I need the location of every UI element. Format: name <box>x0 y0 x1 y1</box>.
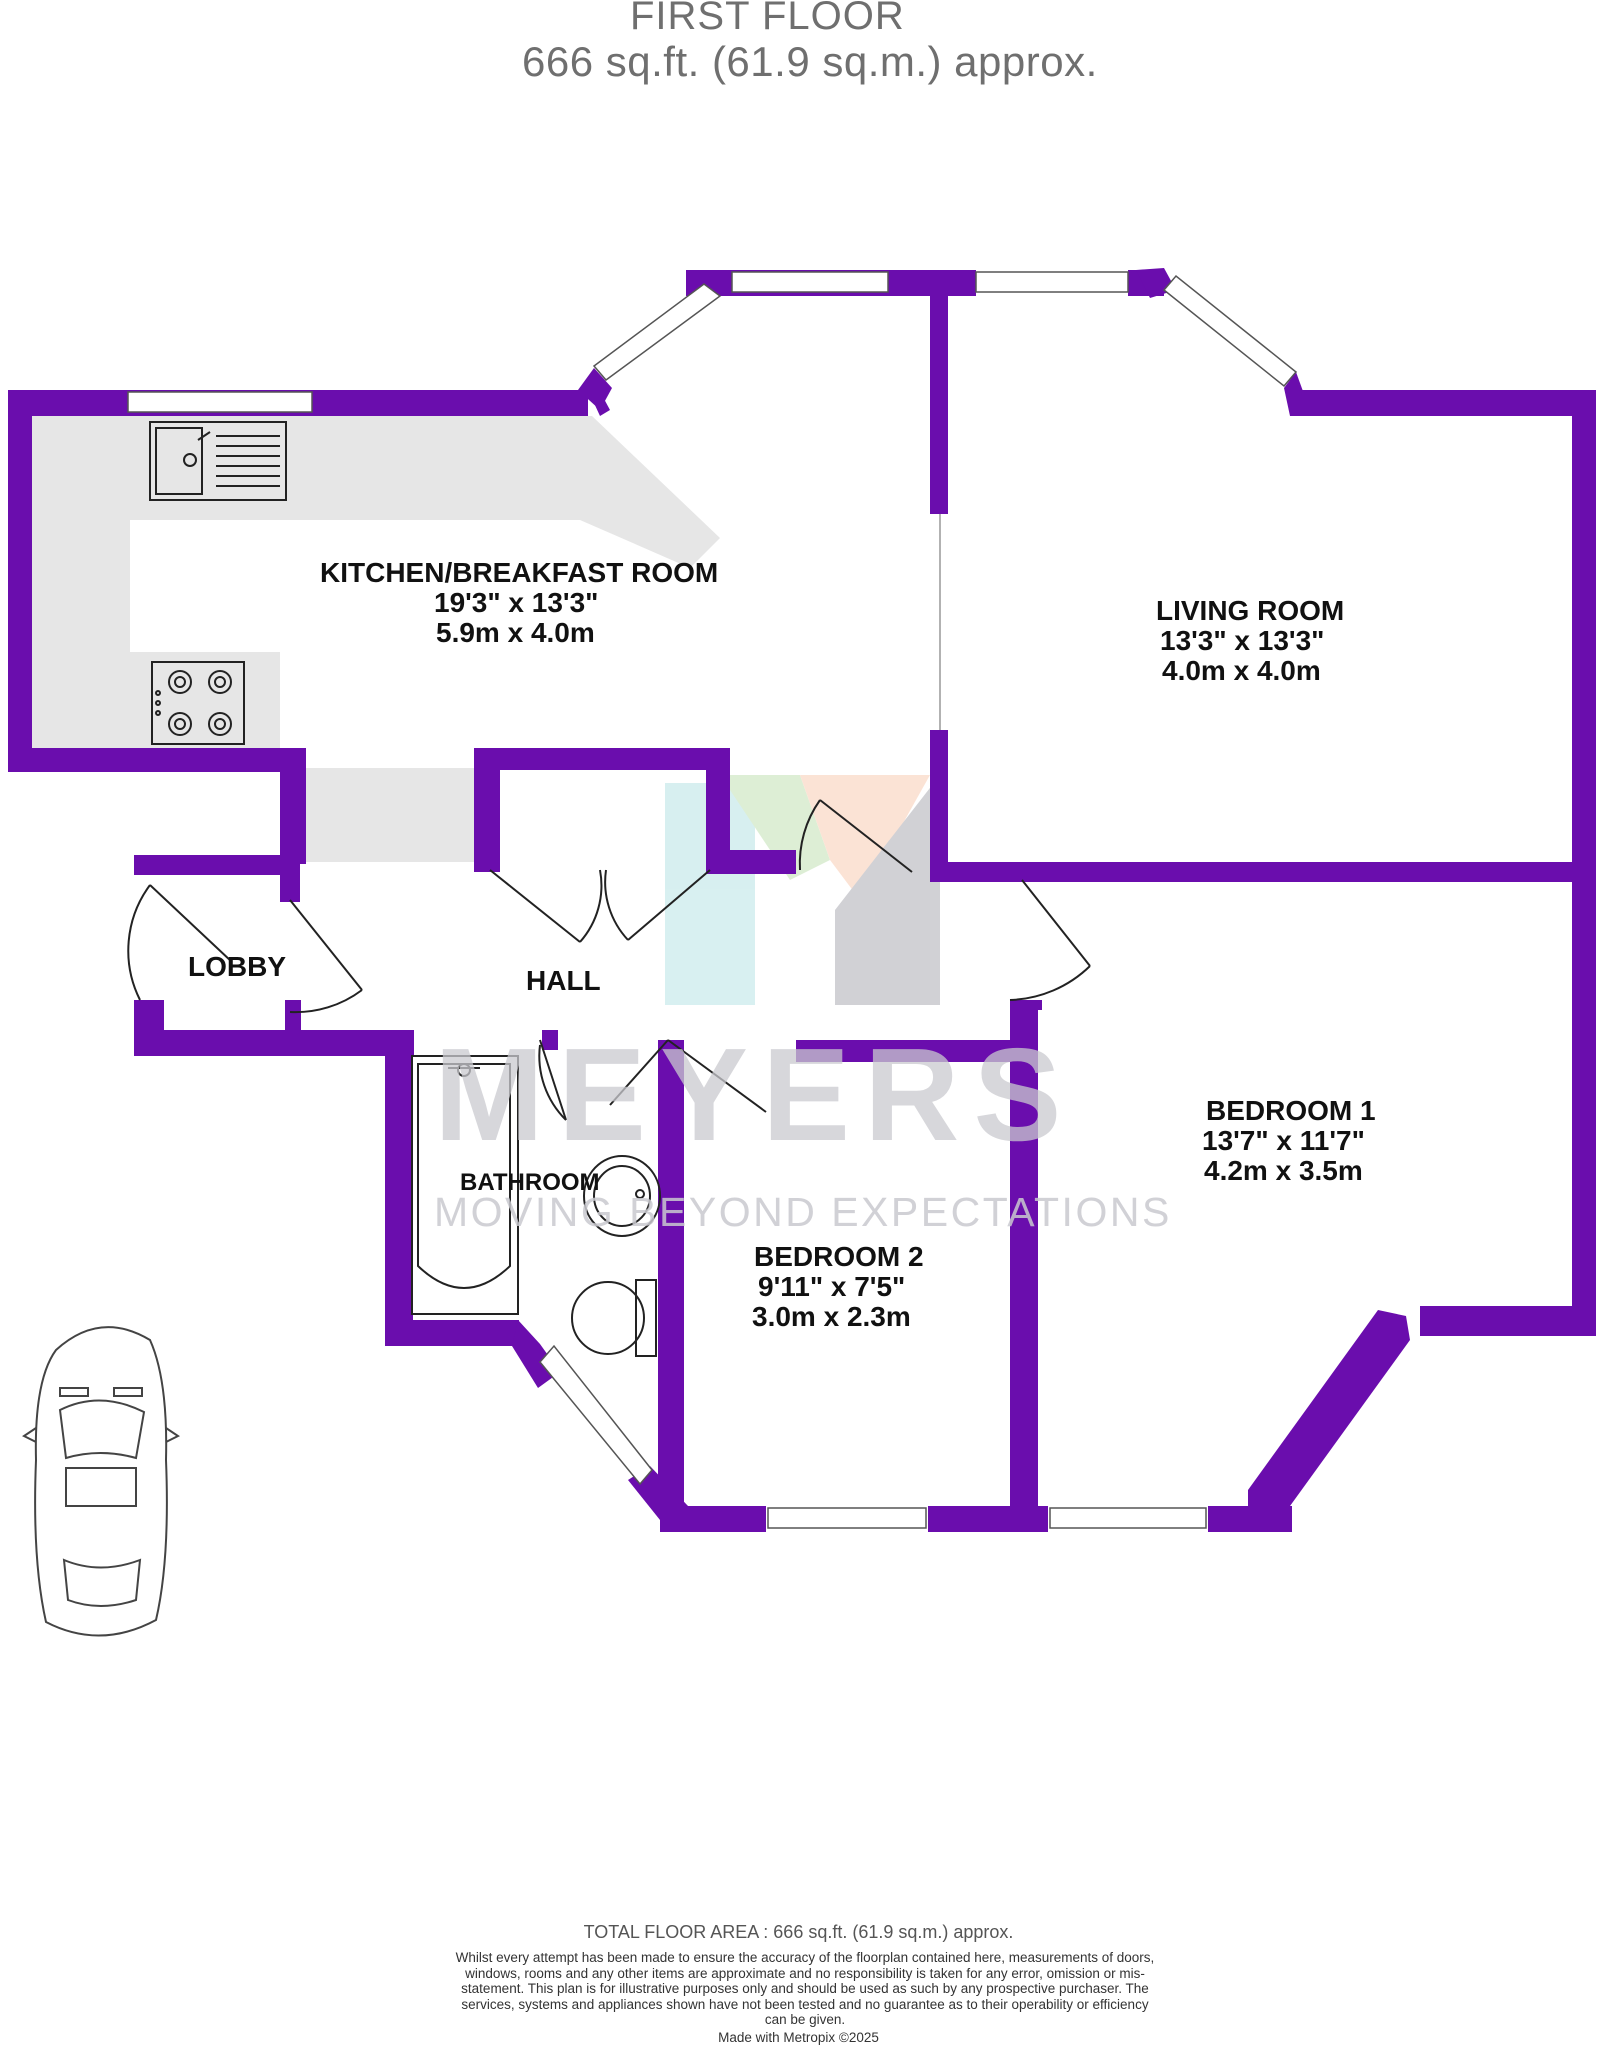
living-imperial: 13'3" x 13'3" <box>1160 625 1324 656</box>
bedroom1-label: BEDROOM 1 <box>1206 1095 1376 1126</box>
bedroom2-label: BEDROOM 2 <box>754 1241 924 1272</box>
watermark-brand: MEYERS <box>434 1021 1075 1168</box>
doors <box>127 799 1091 1121</box>
bedroom1-metric: 4.2m x 3.5m <box>1204 1155 1363 1186</box>
bathroom-label: BATHROOM <box>460 1169 600 1196</box>
windows <box>127 271 1298 1529</box>
floor-area: 666 sq.ft. (61.9 sq.m.) approx. <box>522 38 1098 85</box>
hob-icon <box>151 661 245 745</box>
watermark-logo <box>665 775 940 1005</box>
kitchen-imperial: 19'3" x 13'3" <box>434 587 598 618</box>
bath-icon <box>411 1055 519 1315</box>
walls <box>8 268 1596 1532</box>
car-icon <box>22 1326 180 1637</box>
footer-total-area: TOTAL FLOOR AREA : 666 sq.ft. (61.9 sq.m… <box>583 1922 1014 1942</box>
kitchen-metric: 5.9m x 4.0m <box>436 617 595 648</box>
footer-disclaimer: Whilst every attempt has been made to en… <box>455 1950 1155 2027</box>
bedroom2-metric: 3.0m x 2.3m <box>752 1301 911 1332</box>
toilet-icon <box>571 1279 657 1357</box>
basin-icon <box>583 1155 661 1237</box>
bedroom1-imperial: 13'7" x 11'7" <box>1202 1125 1365 1156</box>
floor-title: FIRST FLOOR <box>630 0 905 38</box>
sink-icon <box>149 421 287 501</box>
footer-made-with: Made with Metropix ©2025 <box>718 2030 879 2045</box>
watermark-tagline: MOVING BEYOND EXPECTATIONS <box>434 1189 1172 1235</box>
lobby-label: LOBBY <box>188 951 286 982</box>
hall-label: HALL <box>526 965 601 996</box>
bedroom2-imperial: 9'11" x 7'5" <box>758 1271 905 1302</box>
living-label: LIVING ROOM <box>1156 595 1344 626</box>
kitchen-counters <box>30 416 720 862</box>
living-metric: 4.0m x 4.0m <box>1162 655 1321 686</box>
kitchen-label: KITCHEN/BREAKFAST ROOM <box>320 557 718 588</box>
